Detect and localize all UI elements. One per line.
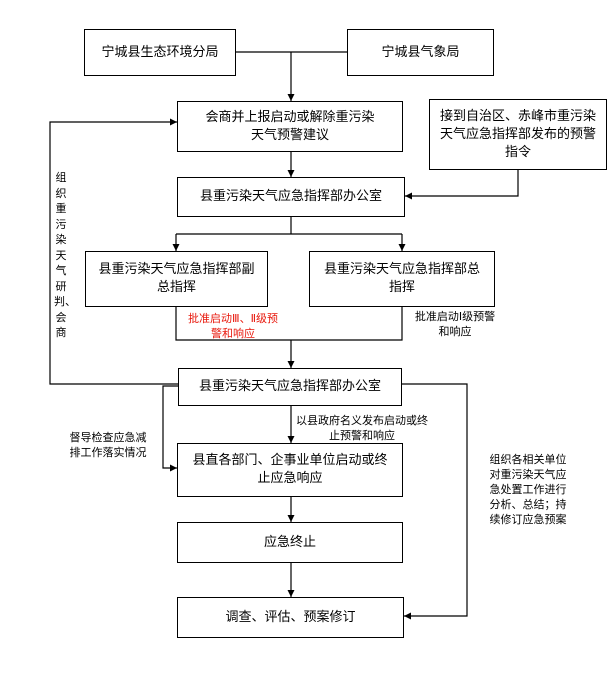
office-bottom-label: 县重污染天气应急指挥部办公室 [198,379,381,394]
consult-report-label: 会商并上报启动或解除重污染天气预警建议 [205,109,375,143]
chief-box: 县重污染天气应急指挥部总指挥 [309,251,495,307]
upper-command-box: 接到自治区、赤峰市重污染天气应急指挥部发布的预警指令 [429,99,607,170]
county-gov-publish-note: 以县政府名义发布启动或终止预警和响应 [296,414,428,442]
deputy-chief-label: 县重污染天气应急指挥部副总指挥 [98,262,255,295]
organize-consult-note: 组织重污染天气研判、会商 [54,171,76,339]
arrow-upper-to-office [405,170,519,200]
departments-label: 县直各部门、企事业单位启动或终止应急响应 [192,453,388,486]
connector-deputy-down [175,307,291,341]
eco-bureau-box: 宁城县生态环境分局 [84,29,236,76]
office-top-label: 县重污染天气应急指挥部办公室 [199,189,382,204]
termination-box: 应急终止 [177,522,403,563]
chief-label: 县重污染天气应急指挥部总指挥 [323,262,480,295]
approve-level3-2-note: 批准启动Ⅲ、Ⅱ级预警和响应 [188,312,278,340]
departments-box: 县直各部门、企事业单位启动或终止应急响应 [177,443,403,497]
consult-report-box: 会商并上报启动或解除重污染天气预警建议 [177,101,403,152]
analyze-summary-note: 组织各相关单位对重污染天气应急处置工作进行分析、总结；持续修订应急预案 [489,453,567,526]
arrow-supervise [162,385,178,472]
arrow-summary-loop [402,383,468,620]
connector-chief-down [291,307,403,341]
arrow-loop-consult [49,118,178,385]
weather-bureau-box: 宁城县气象局 [347,29,494,76]
eco-bureau-label: 宁城县生态环境分局 [101,44,219,60]
office-bottom-box: 县重污染天气应急指挥部办公室 [178,368,402,406]
deputy-chief-box: 县重污染天气应急指挥部副总指挥 [85,251,268,307]
supervise-note: 督导检查应急减排工作落实情况 [69,431,147,459]
upper-command-label: 接到自治区、赤峰市重污染天气应急指挥部发布的预警指令 [439,108,596,160]
review-label: 调查、评估、预案修订 [225,609,356,625]
review-box: 调查、评估、预案修订 [177,597,404,638]
approve-level1-note: 批准启动Ⅰ级预警和响应 [414,310,496,338]
termination-label: 应急终止 [263,534,316,550]
office-top-box: 县重污染天气应急指挥部办公室 [177,177,405,217]
weather-bureau-label: 宁城县气象局 [381,44,460,60]
